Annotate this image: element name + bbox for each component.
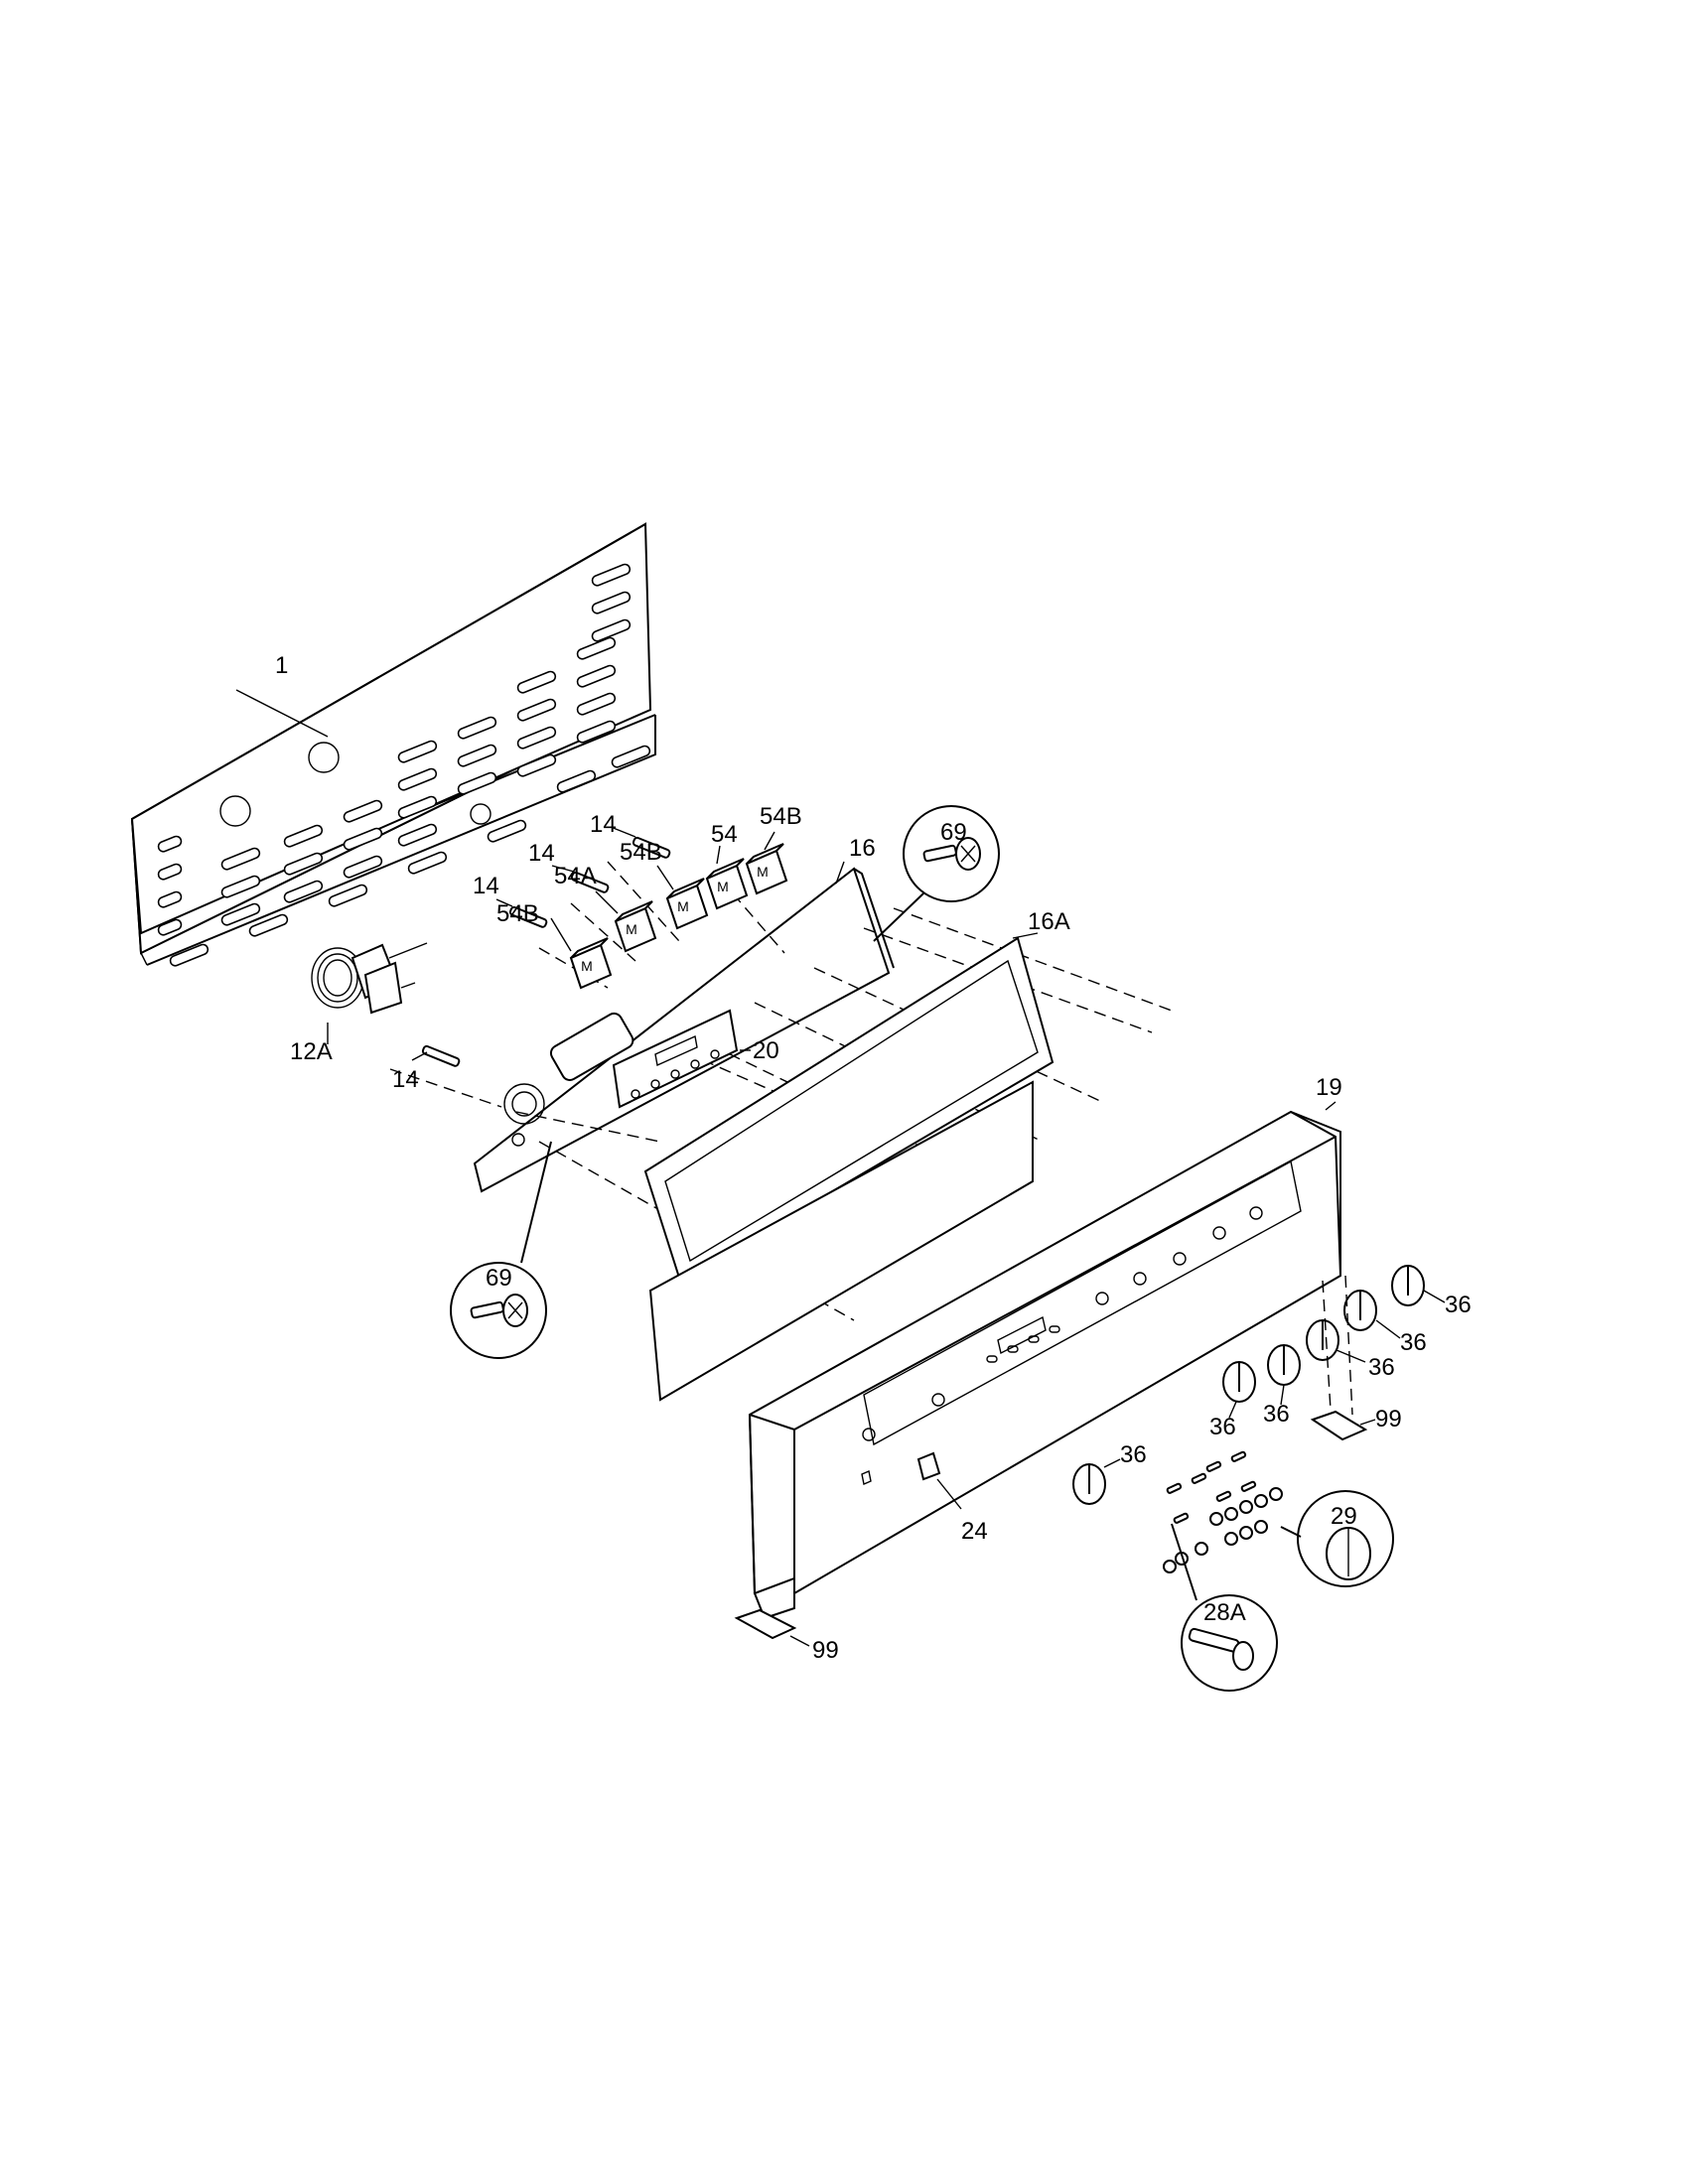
pin-part-14-c: 14 [473,873,548,928]
leader-part-99-right [1359,1419,1376,1426]
leader-part-54 [716,845,721,865]
leader-part-54a [595,890,619,914]
label-part-29: 29 [1331,1503,1357,1530]
label-part-20: 20 [753,1037,779,1064]
leader-part-14-a [610,826,636,838]
label-part-36-b: 36 [1400,1329,1427,1356]
leader-part-16a [1012,932,1039,939]
label-part-14-d: 14 [392,1066,419,1093]
knob-part-36-a: 36 [1391,1265,1472,1318]
label-part-36-a: 36 [1445,1292,1472,1318]
label-part-19: 19 [1316,1074,1342,1101]
hardware-cluster [1163,1450,1283,1573]
switch-part-54b-middle: M 54B [620,839,709,930]
label-part-14-a: 14 [590,811,617,838]
leader-part-54b-lower [550,917,572,952]
leader-part-36-b [1375,1319,1401,1339]
knob-part-36-b: 36 [1343,1290,1427,1356]
label-part-54a: 54A [554,863,597,889]
leader-part-69-upper [873,892,924,942]
switch-mark: M [677,898,689,914]
leader-part-54b-middle [656,865,674,890]
label-part-54b-lower: 54B [496,900,539,927]
leader-part-99-left [789,1635,810,1647]
leader-part-14-b [551,865,575,873]
leader-part-29 [1280,1526,1302,1538]
switch-mark: M [757,864,769,880]
label-part-54b-middle: 54B [620,839,662,866]
bracket-part-99-right: 99 [1310,1275,1402,1441]
leader-part-36-a [1423,1290,1446,1303]
switch-part-54: M 54 [705,821,749,910]
label-part-28a: 28A [1203,1599,1246,1626]
screw-callout-part-69-lower: 69 [450,1141,552,1359]
screw-callout-part-69-upper: 69 [873,805,1000,942]
leader-part-54b-upper [764,831,775,851]
leader-part-24 [936,1478,962,1510]
pin-part-14-b: 14 [528,840,610,893]
leader-part-19 [1325,1101,1336,1111]
switch-part-54b-lower: M 54B [496,900,613,990]
leader-part-36-e [1228,1401,1237,1419]
leader-part-28a [1171,1523,1197,1601]
knob-part-36-d: 36 [1263,1344,1301,1428]
label-part-36-e: 36 [1209,1414,1236,1440]
pin-part-14-a: 14 [590,811,671,859]
label-part-54b-upper: 54B [760,803,802,830]
leader-part-69-lower [520,1141,552,1264]
leader-part-16 [835,861,845,885]
control-board-part-20: 20 [612,1009,779,1109]
label-part-16a: 16A [1028,908,1070,935]
label-part-14-c: 14 [473,873,499,899]
label-part-69-upper: 69 [940,819,967,846]
leader-part-1 [235,689,329,738]
bracket-part-99-left: 99 [734,1576,839,1664]
shaft-callout-part-28a: 28A [1171,1523,1278,1692]
thermostat-part-12a: 12A [290,942,428,1065]
label-part-54: 54 [711,821,738,848]
label-part-99-left: 99 [812,1637,839,1664]
leader-part-36-c [1336,1349,1366,1363]
pin-part-14-d: 14 [392,1044,461,1093]
label-part-12a: 12A [290,1038,333,1065]
switch-part-54a: M 54A [554,863,657,953]
leader-part-36-f [1103,1458,1121,1468]
clip-part-24: 24 [916,1451,988,1545]
switch-mark: M [626,921,637,937]
trim-frame-part-16a: 16A [643,908,1070,1402]
front-control-panel-part-19: 19 [748,1074,1342,1594]
label-part-16: 16 [849,835,876,862]
label-part-69-lower: 69 [486,1265,512,1292]
label-part-1: 1 [275,652,288,679]
switch-part-54b-upper: M 54B [745,803,802,895]
label-part-36-d: 36 [1263,1401,1290,1428]
switch-mark: M [717,879,729,894]
leader-part-14-d [411,1051,428,1061]
control-bracket-part-16: 16 [473,835,895,1193]
label-part-99-right: 99 [1375,1406,1402,1433]
knob-part-36-f: 36 [1072,1441,1147,1505]
vent-slots [157,563,651,967]
leader-part-36-d [1280,1384,1285,1406]
label-part-24: 24 [961,1518,988,1545]
knob-part-36-e: 36 [1209,1361,1256,1440]
label-part-14-b: 14 [528,840,555,867]
leader-part-14-c [495,898,513,907]
back-panel-part-1: 1 [130,522,656,967]
knob-part-36-c: 36 [1306,1319,1395,1381]
label-part-36-c: 36 [1368,1354,1395,1381]
knob-callout-part-29: 29 [1280,1490,1394,1587]
label-part-36-f: 36 [1120,1441,1147,1468]
switch-mark: M [581,958,593,974]
